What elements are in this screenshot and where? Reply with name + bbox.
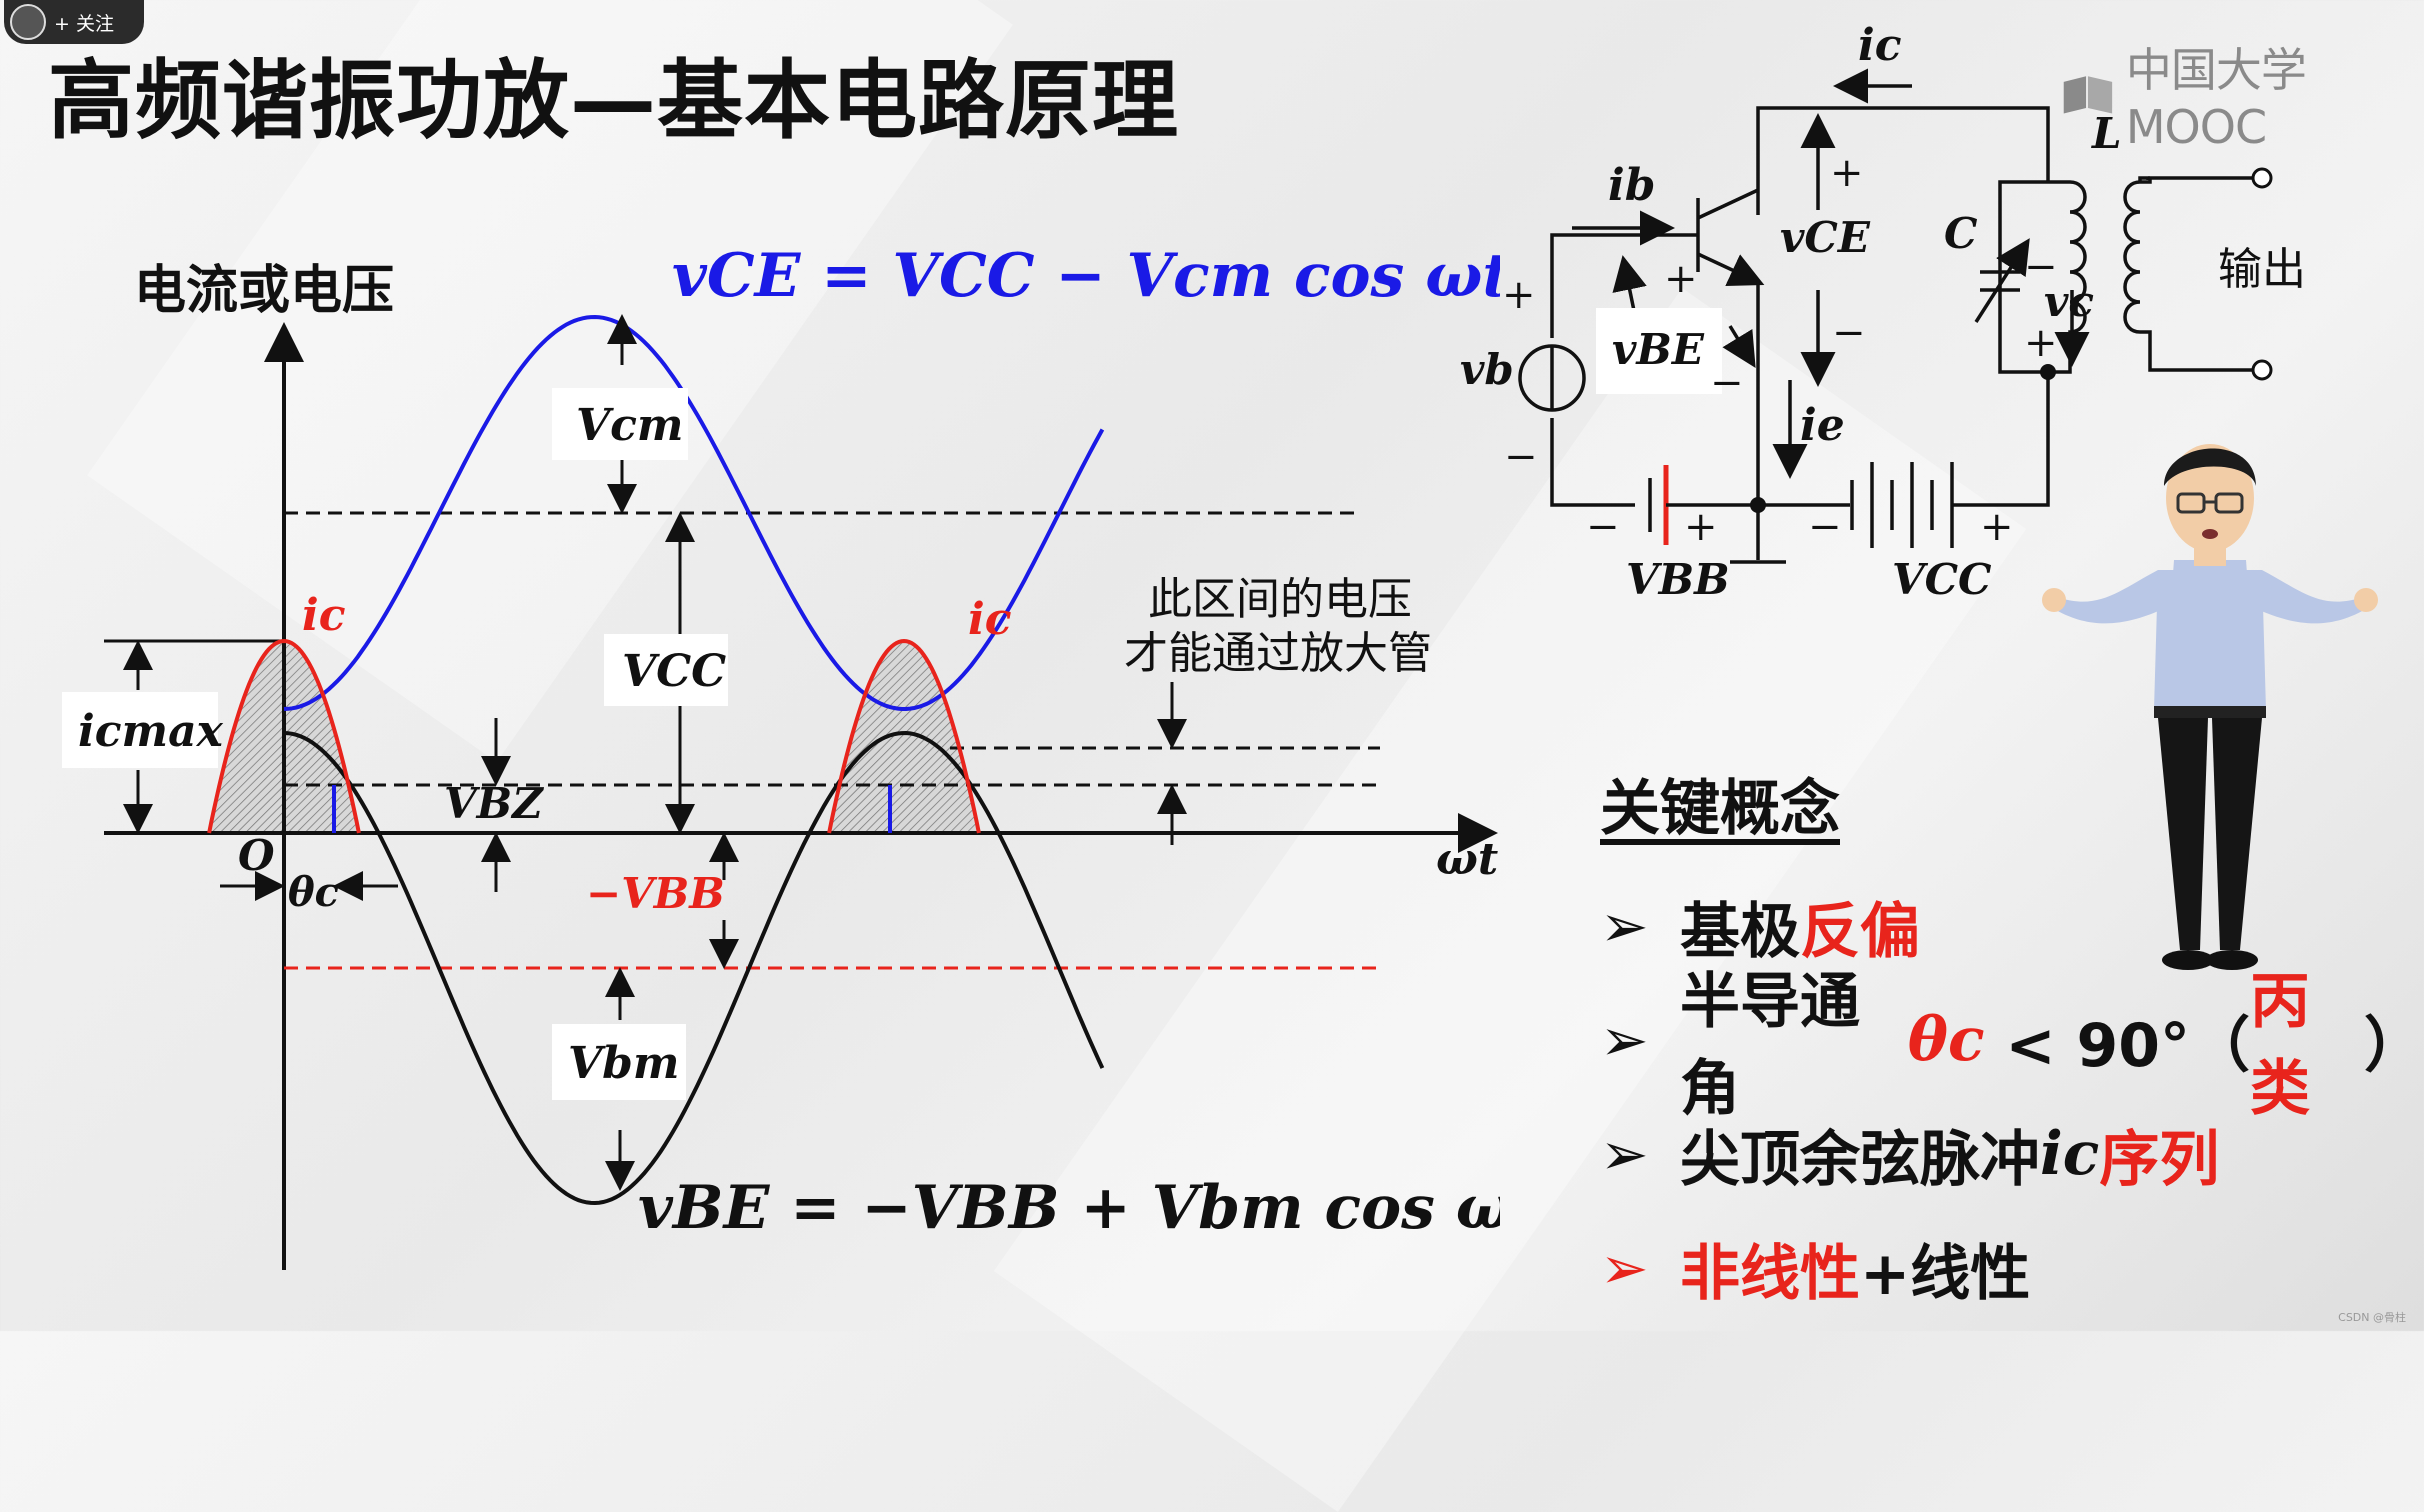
concept-highlight: 丙类 (2250, 967, 2311, 1124)
concept-text: 基极 (1680, 896, 1800, 967)
output-terminal (2251, 167, 2273, 189)
vcc-label: VCC (622, 646, 726, 697)
annotation-line-2: 才能通过放大管 (1124, 628, 1432, 679)
tank-capacitor-trim (1974, 238, 2030, 323)
minus-sign: − (2024, 244, 2058, 290)
mooc-book-icon (2063, 76, 2113, 114)
label-box (62, 692, 218, 768)
output-wire (2140, 330, 2258, 372)
ib-label: ib (1608, 160, 1655, 211)
minus-sign: − (1710, 360, 1744, 406)
transistor-emitter (1697, 252, 1765, 287)
concept-item: ➢ 基极 反偏 (1600, 869, 2424, 983)
vbm-label: Vbm (568, 1038, 679, 1089)
concept-math: ic (2040, 1119, 2100, 1189)
inductor-label: L (2091, 109, 2122, 158)
collector-wire (1756, 106, 2050, 215)
minus-sign: − (1808, 504, 1842, 550)
concept-text: 尖顶余弦脉冲 (1680, 1124, 2040, 1195)
junction-dot (1750, 497, 1766, 513)
output-label: 输出 (2218, 244, 2306, 295)
x-axis-label: ωt (1436, 834, 1498, 885)
capacitor-label: C (1944, 209, 1978, 258)
vce-label: vCE (1780, 213, 1871, 262)
concept-math: θc (1907, 1005, 1985, 1075)
source-wire (1550, 418, 1635, 507)
plus-sign: + (1980, 504, 2014, 550)
ic-pulse (207, 638, 361, 834)
transistor-collector (1697, 188, 1759, 220)
concept-text: +线性 (1860, 1238, 2031, 1309)
presenter-avatar (2042, 444, 2378, 970)
slide-title: 高频谐振功放—基本电路原理 (48, 51, 1179, 151)
ic-label: ic (968, 594, 1012, 645)
label-box (552, 388, 688, 460)
concept-highlight: 非线性 (1680, 1238, 1860, 1309)
arrow-bullet-icon: ➢ (1600, 1120, 1649, 1188)
waveform-diagram: 电流或电压 vCE = VCC − Vcm cos ωt vBE = −VBB … (62, 241, 1500, 1270)
output-wire (2140, 176, 2258, 184)
minus-sign: − (1832, 310, 1866, 356)
plus-sign: + (2024, 320, 2058, 366)
vbe-label: vBE (1612, 325, 1705, 374)
minus-sign: − (1504, 434, 1538, 480)
concept-item: ➢ 半导通角 θc < 90°（ 丙类 ） (1600, 967, 2424, 1124)
label-box (604, 634, 728, 706)
concept-text: ） (2364, 1010, 2424, 1081)
arrow-bullet-icon: ➢ (1600, 1006, 1649, 1074)
logo-text: 中国大学MOOC (2125, 43, 2307, 154)
circuit-diagram: ic ib ie vCE vBE vb vc L C VBB VCC 输出 + … (1460, 20, 2306, 604)
vb-label: vb (1460, 345, 1514, 394)
vcc-label: VCC (1892, 555, 1992, 604)
neg-vbb-label: −VBB (586, 869, 725, 918)
plus-sign: + (1502, 272, 1536, 318)
vbb-label: VBB (1626, 555, 1730, 604)
concepts-title: 关键概念 (1600, 774, 1840, 844)
annotation-line-1: 此区间的电压 (1148, 574, 1412, 625)
key-concepts: 关键概念 ➢ 基极 反偏 ➢ 半导通角 θc < 90°（ 丙类 ） ➢ 尖顶余… (1600, 760, 2424, 1325)
arrow-bullet-icon: ➢ (1600, 1234, 1649, 1302)
ie-label: ie (1800, 400, 1845, 451)
vce-curve (283, 314, 1105, 711)
concept-text: 半导通角 (1680, 967, 1860, 1124)
vce-equation: vCE = VCC − Vcm cos ωt (672, 241, 1500, 311)
secondary-coil (2123, 180, 2141, 334)
label-box (552, 1024, 686, 1100)
vbz-label: VBZ (444, 779, 544, 828)
arrow-bullet-icon: ➢ (1600, 892, 1649, 960)
vbe-conduction-segment (332, 785, 892, 833)
vbe-label-box (1596, 308, 1722, 394)
follow-label: + 关注 (54, 12, 114, 35)
minus-sign: − (1586, 504, 1620, 550)
vc-label: vc (2044, 277, 2094, 326)
vbe-equation: vBE = −VBB + Vbm cos ωt (638, 1173, 1500, 1243)
theta-c-label: θc (288, 869, 339, 916)
plus-sign: + (1664, 256, 1698, 302)
origin-label: O (238, 831, 275, 880)
ic-label: ic (1858, 20, 1902, 71)
concept-item: ➢ 尖顶余弦脉冲 ic 序列 (1600, 1097, 2424, 1211)
plus-sign: + (1830, 150, 1864, 196)
concept-highlight: 序列 (2099, 1124, 2220, 1195)
ic-label: ic (302, 590, 346, 641)
watermark: CSDN @骨柱 (2338, 1311, 2406, 1324)
icmax-label: icmax (78, 706, 224, 757)
follow-button[interactable]: + 关注 (4, 0, 144, 44)
junction-dot (2040, 364, 2056, 380)
concept-text: < 90°（ (1984, 1010, 2251, 1081)
vcm-label: Vcm (576, 400, 684, 451)
y-axis-label: 电流或电压 (134, 261, 394, 321)
output-terminal (2251, 359, 2273, 381)
mooc-logo: 中国大学MOOC (2060, 34, 2424, 154)
concept-item: ➢ 非线性 +线性 (1600, 1211, 2424, 1325)
avatar (10, 4, 46, 40)
vcc-return-wire (1952, 372, 2050, 507)
primary-coil (2048, 180, 2087, 374)
ic-pulse (827, 638, 981, 834)
plus-sign: + (1684, 504, 1718, 550)
concept-highlight: 反偏 (1800, 896, 1920, 967)
vbe-arrow (1722, 325, 1756, 368)
